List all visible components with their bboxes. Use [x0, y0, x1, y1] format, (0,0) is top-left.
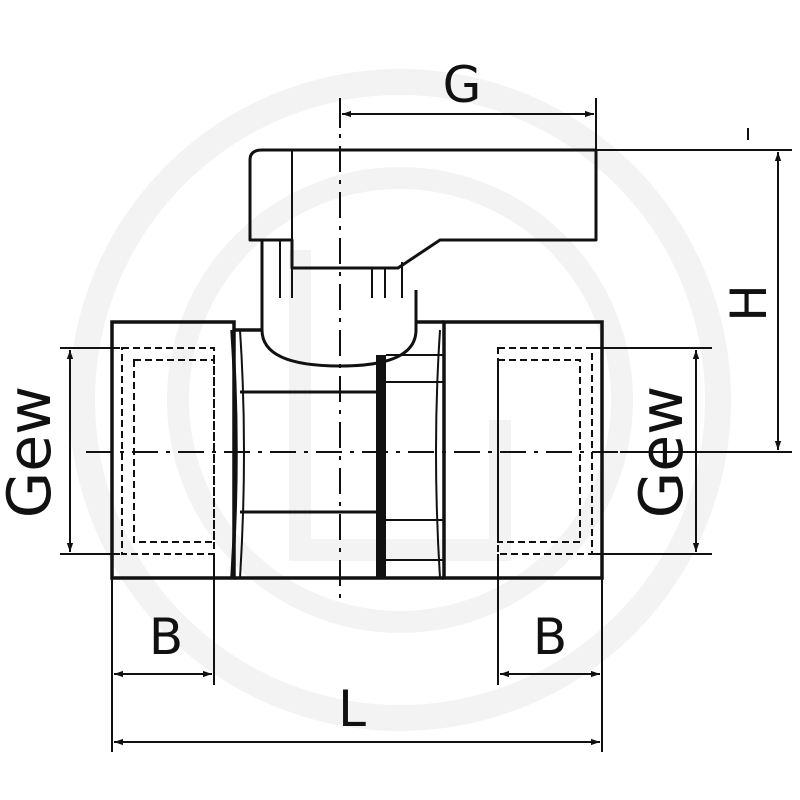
- center-lines: [86, 100, 620, 600]
- dimension-lines: [66, 110, 782, 746]
- label-gew-right: Gew: [627, 386, 697, 518]
- extension-lines: [60, 98, 792, 752]
- circular-logo-watermark: [69, 69, 731, 731]
- label-l: L: [338, 680, 366, 738]
- label-gew-left: Gew: [0, 386, 65, 518]
- label-h: H: [720, 284, 778, 322]
- label-b-right: B: [533, 608, 567, 666]
- label-b-left: B: [149, 608, 183, 666]
- label-g: G: [443, 56, 482, 114]
- valve-body: [110, 320, 604, 580]
